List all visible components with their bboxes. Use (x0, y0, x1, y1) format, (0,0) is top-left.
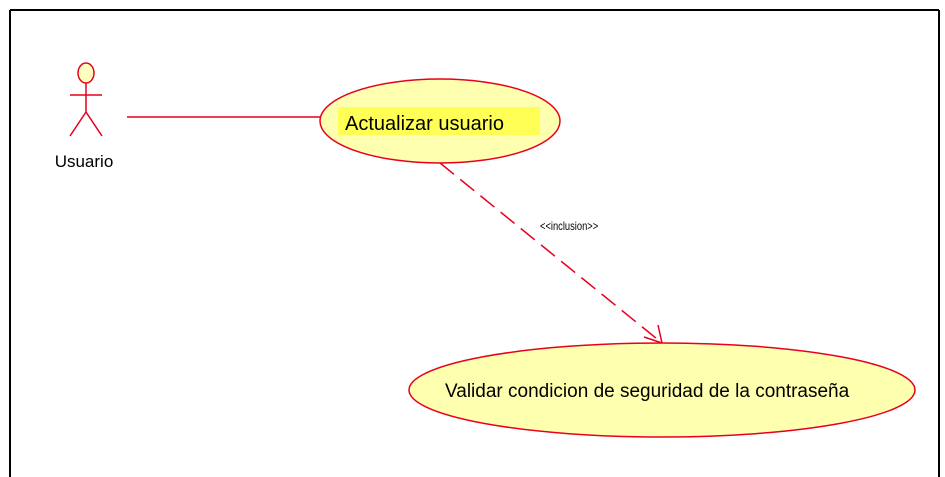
include-relationship[interactable]: <<inclusion>> (439, 162, 664, 345)
use-case-validar-condicion[interactable]: Validar condicion de seguridad de la con… (408, 342, 916, 438)
actor-head (77, 62, 95, 84)
use-case-label: Validar condicion de seguridad de la con… (445, 381, 850, 402)
actor-left-leg (69, 111, 87, 137)
actor-name-label: Usuario (55, 152, 114, 171)
include-stereotype-label: <<inclusion>> (540, 220, 598, 233)
actor-right-leg (85, 111, 103, 137)
include-arrowhead (643, 324, 664, 345)
use-case-label-highlight (338, 107, 540, 135)
use-case-label: Actualizar usuario (345, 113, 504, 135)
include-dashed-line (439, 162, 663, 344)
actor-usuario[interactable]: Usuario (55, 62, 114, 171)
use-case-ellipse (408, 342, 916, 438)
use-case-actualizar-usuario[interactable]: Actualizar usuario (319, 78, 561, 164)
